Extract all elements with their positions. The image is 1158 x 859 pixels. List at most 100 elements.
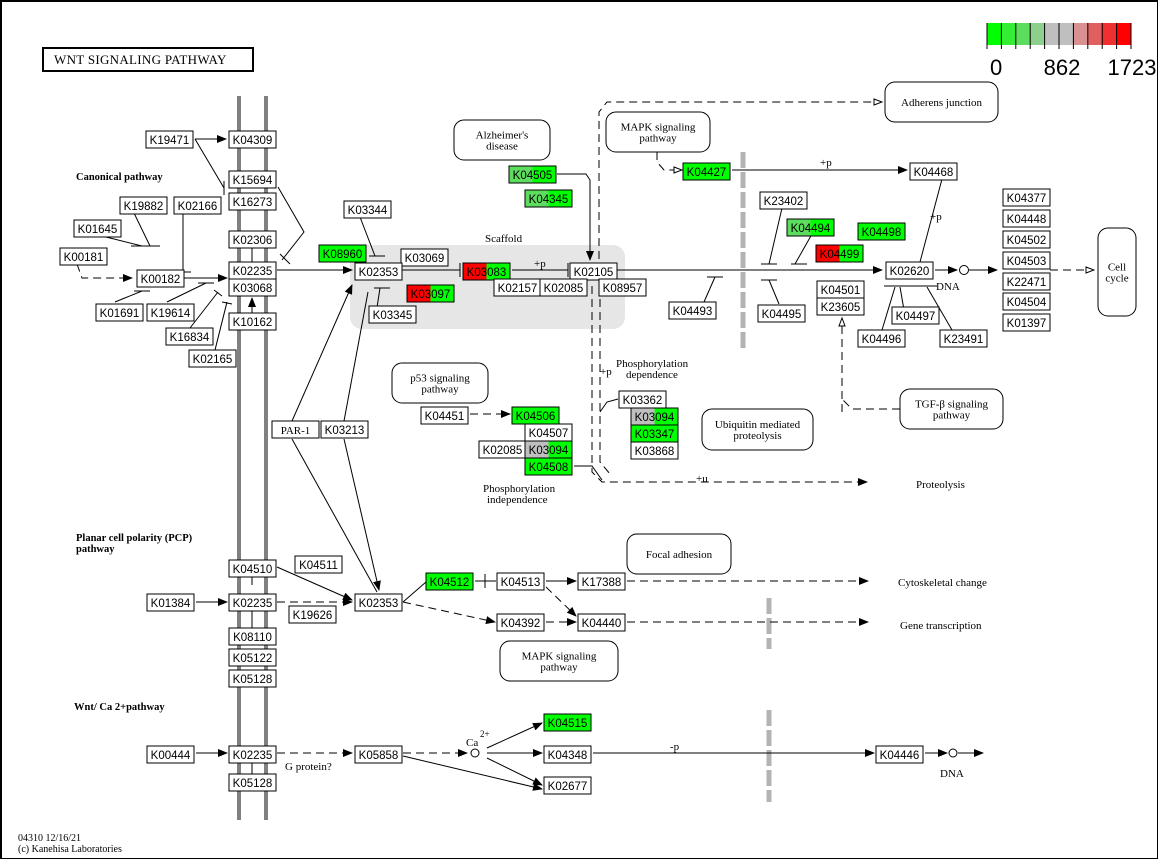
gene-node-k04493[interactable]: K04493 [668,301,717,320]
gene-node-label: K04502 [1007,235,1047,247]
gene-node-k04504[interactable]: K04504 [1002,292,1051,311]
gene-node-k23605[interactable]: K23605 [816,297,865,316]
gene-node-k03083[interactable]: K03083 [462,262,511,281]
gene-node-k03344[interactable]: K03344 [343,200,392,219]
gene-node-k04501[interactable]: K04501 [816,280,865,299]
gene-node-label: PAR-1 [281,425,311,437]
gene-node-k01645[interactable]: K01645 [73,219,122,238]
gene-node-k10162[interactable]: K10162 [228,312,277,331]
gene-node-k02677[interactable]: K02677 [543,776,592,795]
gene-node-k04515[interactable]: K04515 [543,713,592,732]
gene-node-k02105[interactable]: K02105 [569,262,618,281]
gene-node-k03345[interactable]: K03345 [368,305,417,324]
gene-node-k08960[interactable]: K08960 [318,244,367,263]
gene-node-k16834[interactable]: K16834 [165,327,214,346]
gene-node-label: K19626 [293,610,333,622]
gene-node-k04494[interactable]: K04494 [786,218,835,237]
gene-node-k05122[interactable]: K05122 [228,648,277,667]
gene-node-k23491[interactable]: K23491 [939,329,988,348]
gene-node-k02166[interactable]: K02166 [173,196,222,215]
gene-node-k04377[interactable]: K04377 [1002,188,1051,207]
gene-node-k02157[interactable]: K02157 [493,278,542,297]
gene-node-k02085[interactable]: K02085 [478,440,527,459]
gene-node-k03347[interactable]: K03347 [630,424,679,443]
gene-node-k04513[interactable]: K04513 [496,572,545,591]
gene-node-k04427[interactable]: K04427 [682,162,731,181]
gene-node-k03097[interactable]: K03097 [406,284,455,303]
gene-node-k00444[interactable]: K00444 [146,745,195,764]
gene-node-k04512[interactable]: K04512 [425,572,474,591]
gene-node-k03094[interactable]: K03094 [630,407,679,426]
gene-node-k04468[interactable]: K04468 [909,162,958,181]
gene-node-k19626[interactable]: K19626 [288,605,337,624]
gene-node-k04451[interactable]: K04451 [420,406,469,425]
gene-node-k02306[interactable]: K02306 [228,230,277,249]
gene-node-k17388[interactable]: K17388 [577,572,626,591]
gene-node-k19471[interactable]: K19471 [145,130,194,149]
gene-node-k23402[interactable]: K23402 [759,191,808,210]
gene-node-k08110[interactable]: K08110 [228,627,277,646]
gene-node-k02620[interactable]: K02620 [885,261,934,280]
map-link-focal[interactable]: Focal adhesion [626,533,732,575]
gene-node-k04508[interactable]: K04508 [524,457,573,476]
gene-node-k04503[interactable]: K04503 [1002,251,1051,270]
gene-node-k04502[interactable]: K04502 [1002,230,1051,249]
gene-node-k04506[interactable]: K04506 [511,406,560,425]
gene-node-k04510[interactable]: K04510 [228,559,277,578]
gene-node-k04496[interactable]: K04496 [857,329,906,348]
gene-node-k04345[interactable]: K04345 [524,189,573,208]
gene-node-k05128[interactable]: K05128 [228,669,277,688]
edge [101,235,143,247]
gene-node-k01384[interactable]: K01384 [146,593,195,612]
gene-node-k03362[interactable]: K03362 [618,390,667,409]
gene-node-k04309[interactable]: K04309 [228,130,277,149]
gene-node-k22471[interactable]: K22471 [1002,272,1051,291]
gene-node-k04499[interactable]: K04499 [815,244,864,263]
gene-node-k05858[interactable]: K05858 [354,745,403,764]
gene-node-k04446[interactable]: K04446 [875,745,924,764]
gene-node-k00181[interactable]: K00181 [59,247,108,266]
gene-node-k00182[interactable]: K00182 [136,269,185,288]
gene-node-k15694[interactable]: K15694 [228,170,277,189]
gene-node-k03069[interactable]: K03069 [400,248,449,267]
edge [545,586,577,617]
gene-node-k04507[interactable]: K04507 [524,423,573,442]
gene-node-k04498[interactable]: K04498 [857,222,906,241]
gene-node-k03094[interactable]: K03094 [524,440,573,459]
gene-node-k19882[interactable]: K19882 [119,196,168,215]
gene-node-k02353[interactable]: K02353 [354,593,403,612]
gene-node-k02165[interactable]: K02165 [188,349,237,368]
gene-node-k01691[interactable]: K01691 [95,303,144,322]
gene-node-k04448[interactable]: K04448 [1002,209,1051,228]
gene-node-k04495[interactable]: K04495 [757,304,806,323]
gene-node-k16273[interactable]: K16273 [228,192,277,211]
gene-node-k04505[interactable]: K04505 [508,165,557,184]
gene-node-k05128[interactable]: K05128 [228,773,277,792]
map-link-adherens[interactable]: Adherens junction [884,81,999,123]
gene-node-k04392[interactable]: K04392 [496,613,545,632]
gene-node-k03868[interactable]: K03868 [630,441,679,460]
gene-node-k02235[interactable]: K02235 [228,593,277,612]
gene-node-k02085[interactable]: K02085 [539,278,588,297]
gene-node-k03068[interactable]: K03068 [228,278,277,297]
gene-node-par-1[interactable]: PAR-1 [271,420,320,439]
gene-node-k04440[interactable]: K04440 [577,613,626,632]
gene-node-k02353[interactable]: K02353 [354,262,403,281]
gene-node-k04511[interactable]: K04511 [294,555,343,574]
gene-node-k01397[interactable]: K01397 [1002,313,1051,332]
gene-node-k04497[interactable]: K04497 [891,306,940,325]
gene-node-k03213[interactable]: K03213 [320,420,369,439]
gene-node-k02235[interactable]: K02235 [228,745,277,764]
gene-node-k02235[interactable]: K02235 [228,261,277,280]
gene-node-k19614[interactable]: K19614 [146,303,195,322]
gene-node-label: K01384 [151,598,191,610]
gene-node-k08957[interactable]: K08957 [598,278,647,297]
gene-node-k04348[interactable]: K04348 [543,745,592,764]
